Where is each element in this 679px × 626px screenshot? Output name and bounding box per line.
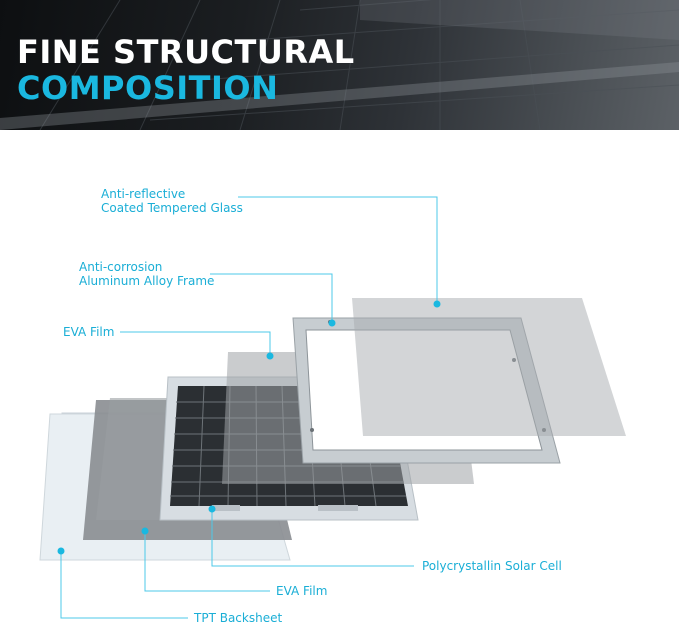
- leader-line-solar-cell: [211, 510, 414, 567]
- marker-frame: [328, 319, 336, 327]
- header-banner: FINE STRUCTURAL COMPOSITION: [0, 0, 679, 130]
- page-title: FINE STRUCTURAL: [17, 33, 355, 71]
- tempered-glass-layer: [352, 298, 626, 436]
- label-frame-line2: Aluminum Alloy Frame: [79, 274, 215, 288]
- marker-eva-top: [266, 352, 274, 360]
- label-eva-top: EVA Film: [63, 325, 115, 339]
- leader-line-glass: [238, 196, 438, 302]
- marker-eva-bottom: [141, 527, 149, 535]
- solar-field-background: [0, 0, 679, 130]
- marker-backsheet: [57, 547, 65, 555]
- leader-line-backsheet: [60, 552, 188, 619]
- marker-solar-cell: [208, 505, 216, 513]
- label-glass-line2: Coated Tempered Glass: [101, 201, 243, 215]
- leader-line-eva-bottom: [144, 532, 270, 592]
- leader-line-eva-top: [120, 331, 271, 355]
- marker-glass: [433, 300, 441, 308]
- leader-line-frame: [210, 273, 333, 322]
- label-solar-cell: Polycrystallin Solar Cell: [422, 559, 562, 573]
- label-eva-bottom: EVA Film: [276, 584, 328, 598]
- exploded-panel-diagram: [39, 196, 626, 619]
- label-backsheet: TPT Backsheet: [194, 611, 283, 625]
- page-subtitle: COMPOSITION: [17, 69, 279, 107]
- label-glass-line1: Anti-reflective: [101, 187, 186, 201]
- label-frame-line1: Anti-corrosion: [79, 260, 163, 274]
